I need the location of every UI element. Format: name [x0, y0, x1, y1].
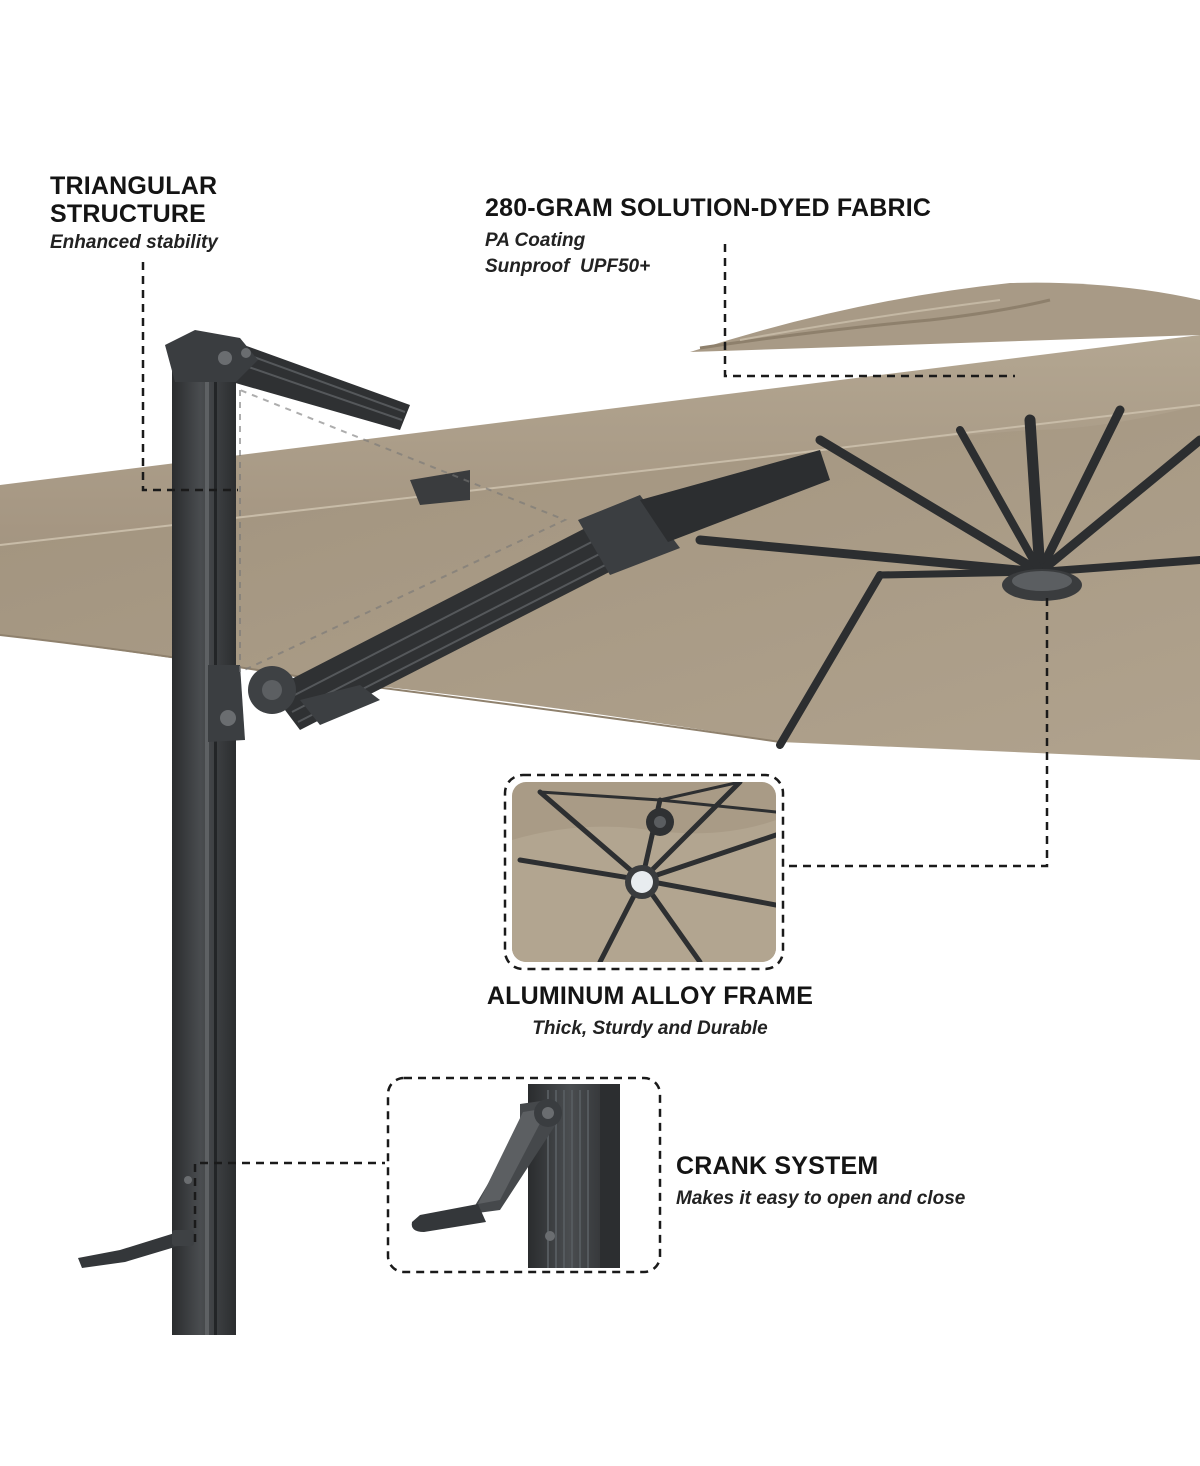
aluminum-frame-label: ALUMINUM ALLOY FRAME Thick, Sturdy and D… — [440, 982, 860, 1039]
crank-title: CRANK SYSTEM — [676, 1152, 879, 1180]
canopy-underside — [0, 405, 1200, 760]
fabric-line2: Sunproof UPF50+ — [485, 255, 651, 277]
pole-crank-handle — [78, 1232, 185, 1268]
frame-title: ALUMINUM ALLOY FRAME — [486, 982, 814, 1010]
upper-brace — [230, 340, 410, 430]
fabric-title: 280-GRAM SOLUTION-DYED FABRIC — [485, 194, 932, 222]
fabric-label: 280-GRAM SOLUTION-DYED FABRIC PA Coating… — [485, 194, 1105, 279]
fabric-line1: PA Coating — [485, 230, 586, 251]
canopy-ribs — [695, 405, 1200, 749]
callout-lines — [141, 244, 1049, 1242]
triangular-structure-label: TRIANGULAR STRUCTURE Enhanced stability — [50, 172, 310, 253]
main-umbrella — [0, 282, 1200, 1335]
crank-detail-inset — [386, 1076, 662, 1274]
triangular-title-line2: STRUCTURE — [50, 200, 206, 228]
triangular-subtitle: Enhanced stability — [50, 232, 218, 253]
triangular-title-line1: TRIANGULAR — [50, 172, 218, 200]
canopy-top — [0, 335, 1200, 545]
frame-detail-inset — [503, 773, 785, 971]
crank-system-label: CRANK SYSTEM Makes it easy to open and c… — [676, 1152, 1136, 1209]
main-pole — [172, 345, 236, 1335]
crank-subtitle: Makes it easy to open and close — [676, 1188, 966, 1209]
frame-subtitle: Thick, Sturdy and Durable — [532, 1018, 768, 1039]
